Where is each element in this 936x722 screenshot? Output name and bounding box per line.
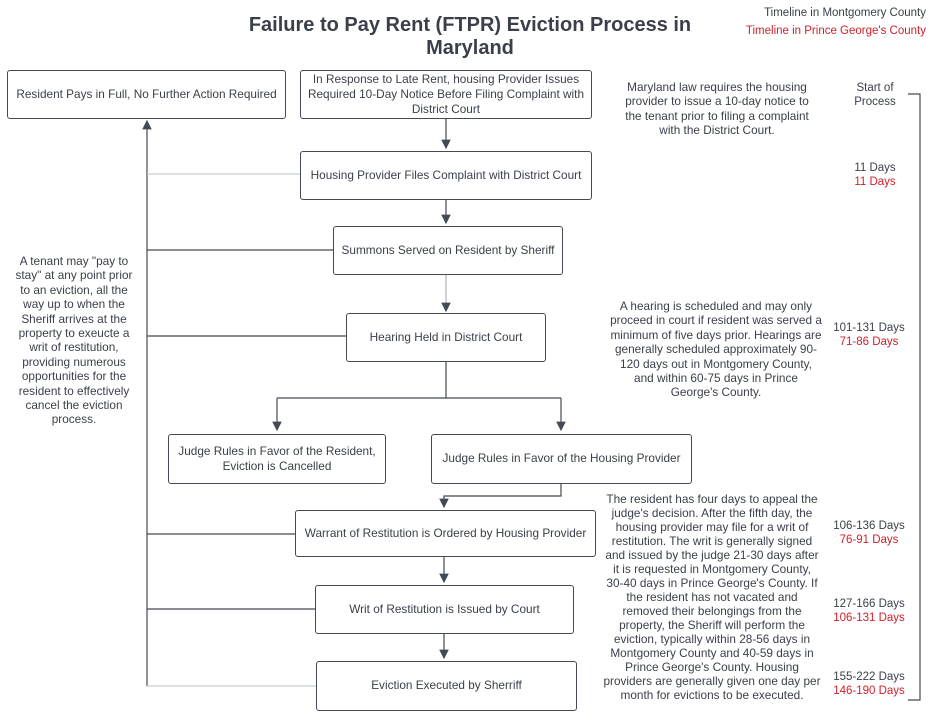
note-appeal-info: The resident has four days to appeal the…: [603, 492, 821, 702]
legend-prince-georges: Timeline in Prince George's County: [745, 25, 926, 37]
timeline-bracket: [908, 93, 921, 701]
box-rules-resident: Judge Rules in Favor of the Resident, Ev…: [168, 434, 386, 484]
box-label: Judge Rules in Favor of the Housing Prov…: [442, 451, 681, 466]
timeline-hearing: 101-131 Days 71-86 Days: [809, 321, 929, 350]
box-label: Summons Served on Resident by Sheriff: [341, 242, 555, 257]
box-resident-pays-full: Resident Pays in Full, No Further Action…: [7, 70, 286, 119]
page-title: Failure to Pay Rent (FTPR) Eviction Proc…: [248, 14, 692, 59]
timeline-montgomery: Start of Process: [854, 82, 896, 109]
timeline-montgomery: 11 Days: [854, 162, 896, 174]
timeline-prince-georges: 71-86 Days: [839, 336, 899, 349]
box-warrant-ordered: Warrant of Restitution is Ordered by Hou…: [295, 510, 596, 557]
box-rules-provider: Judge Rules in Favor of the Housing Prov…: [431, 434, 692, 484]
box-ten-day-notice: In Response to Late Rent, housing Provid…: [300, 70, 592, 119]
timeline-prince-georges: 146-190 Days: [833, 685, 905, 698]
timeline-prince-georges: 76-91 Days: [839, 534, 899, 547]
box-files-complaint: Housing Provider Files Complaint with Di…: [300, 151, 592, 200]
box-label: Resident Pays in Full, No Further Action…: [16, 86, 277, 101]
timeline-montgomery: 106-136 Days: [833, 520, 905, 532]
legend-montgomery: Timeline in Montgomery County: [764, 7, 926, 19]
box-label: Housing Provider Files Complaint with Di…: [310, 167, 582, 182]
timeline-executed: 155-222 Days 146-190 Days: [809, 670, 929, 699]
note-pay-to-stay: A tenant may "pay to stay" at any point …: [15, 254, 133, 427]
timeline-montgomery: 155-222 Days: [833, 671, 905, 683]
note-hearing-info: A hearing is scheduled and may only proc…: [610, 299, 822, 400]
timeline-montgomery: 101-131 Days: [833, 322, 905, 334]
box-label: In Response to Late Rent, housing Provid…: [307, 71, 585, 117]
box-hearing-held: Hearing Held in District Court: [346, 313, 546, 362]
box-summons-served: Summons Served on Resident by Sheriff: [333, 226, 563, 275]
box-label: Warrant of Restitution is Ordered by Hou…: [304, 525, 587, 540]
timeline-montgomery: 127-166 Days: [833, 598, 905, 610]
timeline-complaint: 11 Days 11 Days: [815, 161, 935, 190]
note-notice-law: Maryland law requires the housing provid…: [625, 80, 809, 138]
box-label: Judge Rules in Favor of the Resident, Ev…: [178, 443, 376, 473]
timeline-start: Start of Process: [815, 81, 935, 110]
arrow-provider-to-warrant: [439, 484, 562, 509]
box-label: Writ of Restitution is Issued by Court: [349, 601, 540, 616]
timeline-writ: 127-166 Days 106-131 Days: [809, 597, 929, 626]
timeline-warrant: 106-136 Days 76-91 Days: [809, 519, 929, 548]
timeline-prince-georges: 11 Days: [854, 176, 896, 189]
box-label: Eviction Executed by Sherriff: [371, 678, 522, 693]
box-label: Hearing Held in District Court: [369, 329, 523, 344]
timeline-prince-georges: 106-131 Days: [833, 612, 905, 625]
box-eviction-executed: Eviction Executed by Sherriff: [316, 661, 577, 711]
box-writ-issued: Writ of Restitution is Issued by Court: [315, 585, 574, 634]
